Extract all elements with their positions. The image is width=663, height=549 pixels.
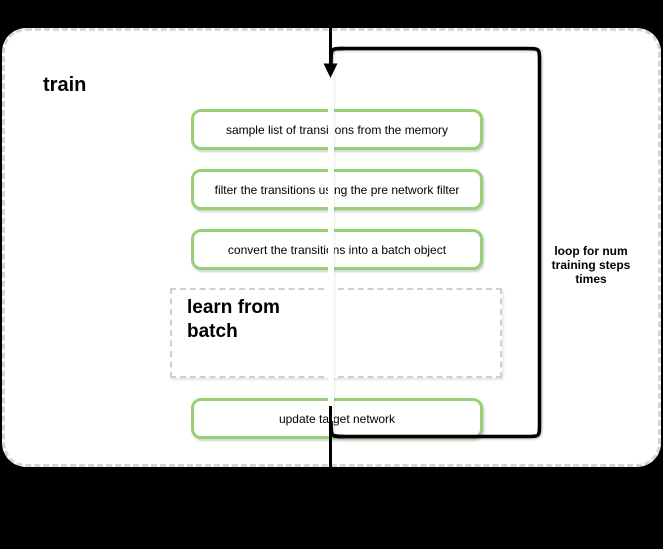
step-convert-batch: convert the transitions into a batch obj…	[191, 229, 483, 270]
step-sample-transitions-label: sample list of transitions from the memo…	[225, 122, 449, 137]
step-filter-transitions: filter the transitions using the pre net…	[191, 169, 483, 210]
subprocess-learn-from-batch-label: learn from batch	[187, 297, 280, 342]
step-update-target-network-label: update target network	[278, 411, 396, 426]
loop-annotation: loop for num training steps times	[551, 244, 631, 286]
step-update-target-network: update target network	[191, 398, 483, 439]
step-sample-transitions: sample list of transitions from the memo…	[191, 109, 483, 150]
step-filter-transitions-label: filter the transitions using the pre net…	[214, 182, 460, 197]
train-group: train sample list of transitions from th…	[2, 28, 661, 467]
step-convert-batch-label: convert the transitions into a batch obj…	[227, 242, 447, 257]
train-group-label: train	[43, 74, 87, 96]
subprocess-learn-from-batch: learn from batch	[170, 288, 502, 378]
